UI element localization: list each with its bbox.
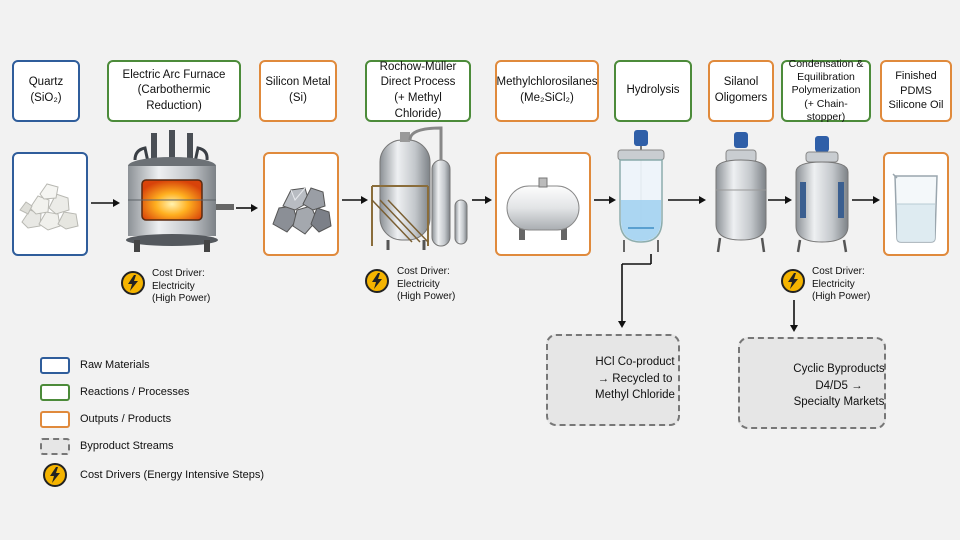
legend-label-reactions: Reactions / Processes [80,386,190,398]
legend-label-outputs: Outputs / Products [80,413,172,425]
label-quartz: Quartz (SiO₂) [12,60,80,122]
quartz-image-box [12,152,88,256]
legend-label-raw: Raw Materials [80,359,150,371]
cost-driver-furnace: Cost Driver: Electricity (High Power) [152,268,211,304]
legend-swatch-outputs [40,411,70,428]
legend-label-byproducts: Byproduct Streams [80,440,174,452]
lightning-bolt-icon [781,269,805,293]
legend-swatch-raw [40,357,70,374]
byproduct-cyclic-text: Cyclic Byproducts D4/D5 → Specialty Mark… [793,363,885,409]
methylchlorosilanes-image-box [495,152,591,256]
label-rochow-process: Rochow-Müller Direct Process (+ Methyl C… [365,60,471,122]
label-silanol-oligomers: Silanol Oligomers [708,60,774,122]
legend-label-cost: Cost Drivers (Energy Intensive Steps) [80,469,265,481]
byproduct-cyclic-box: Cyclic Byproducts D4/D5 → Specialty Mark… [738,337,886,429]
silanol-reactor-icon [715,132,767,253]
quartz-rocks-icon [19,183,79,231]
hydrolysis-reactor-icon [617,130,665,252]
label-hydrolysis: Hydrolysis [614,60,692,122]
lightning-bolt-icon [365,269,389,293]
legend-swatch-byproducts [40,438,70,455]
label-condensation: Condensation & Equilibration Polymerizat… [781,58,871,123]
direct-process-reactor-icon [371,126,468,250]
finished-pdms-image-box [883,152,949,256]
label-silicon-metal: Silicon Metal (Si) [259,60,337,122]
label-finished-pdms: Finished PDMS Silicone Oil [880,60,952,122]
arc-furnace-icon [126,130,234,252]
silicon-lumps-icon [272,187,332,235]
beaker-icon [892,173,938,243]
cost-driver-condensation: Cost Driver: Electricity (High Power) [812,266,871,302]
flow-arrows [91,196,880,332]
legend-swatch-reactions [40,384,70,401]
lightning-bolt-icon [121,271,145,295]
silicon-metal-image-box [263,152,339,256]
label-methylchlorosilanes: Methylchlorosilanes (Me₂SiCl₂) [495,60,599,122]
label-electric-arc-furnace: Electric Arc Furnace (Carbothermic Reduc… [107,60,241,122]
cost-driver-rochow: Cost Driver: Electricity (High Power) [397,266,456,302]
lightning-bolt-icon [43,463,67,487]
storage-tank-icon [506,177,580,240]
byproduct-hcl-text: HCl Co-product → Recycled to Methyl Chlo… [595,356,675,402]
condensation-reactor-icon [795,136,849,253]
byproduct-hcl-box: HCl Co-product → Recycled to Methyl Chlo… [546,334,680,426]
